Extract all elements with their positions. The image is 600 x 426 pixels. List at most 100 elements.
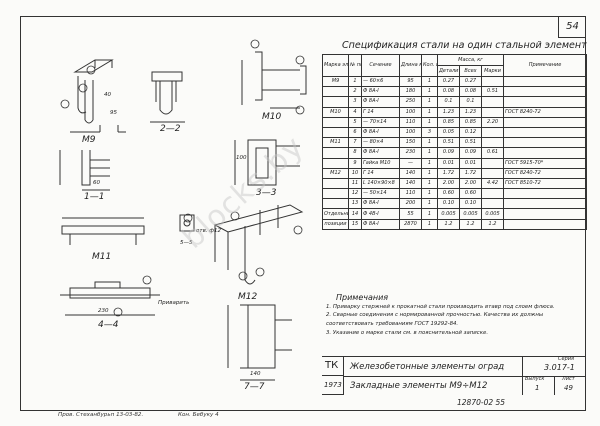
callout-12 (238, 271, 248, 281)
spec-cell-m1: 1.72 (437, 167, 460, 179)
header-section: Сечение (361, 54, 400, 77)
spec-cell-pos: 6 (348, 126, 362, 139)
spec-cell-length: 180 (399, 86, 422, 98)
section-5-5 (179, 214, 195, 232)
spec-cell-section: Гайка М10 (361, 157, 400, 169)
spec-cell-qty: 1 (421, 147, 438, 159)
header-qty: Кол. шт. (421, 54, 438, 77)
notes-title: Примечания (336, 293, 389, 302)
callout-11 (255, 267, 265, 277)
spec-cell-mark (322, 147, 349, 159)
spec-cell-pos: 15 (348, 218, 362, 230)
label-m9: М9 (82, 135, 96, 145)
spec-cell-m2: 0.01 (459, 157, 482, 169)
spec-cell-mark (322, 116, 349, 128)
spec-cell-m1: 0.005 (437, 208, 460, 220)
spec-cell-m1: 0.1 (437, 96, 460, 108)
spec-cell-m1: 0.51 (437, 137, 460, 149)
header-mass-mark: Марки (480, 65, 505, 77)
label-m12: М12 (238, 292, 258, 302)
callout-1 (78, 83, 88, 93)
callout-3 (60, 99, 70, 109)
spec-cell-pos: 13 (348, 198, 362, 210)
spec-cell-note (503, 116, 588, 128)
spec-cell-m3 (480, 75, 505, 88)
callout-2 (86, 65, 96, 75)
notes-block: Примечания 1. Приварку стержней к прокат… (326, 293, 581, 338)
spec-cell-qty: 1 (421, 137, 438, 149)
spec-cell-mark (322, 126, 349, 139)
tb-title1: Железобетонные элементы оград (350, 362, 505, 372)
spec-cell-m3: 2.20 (480, 116, 505, 128)
spec-cell-section: Ф 4В-I (361, 208, 400, 220)
spec-cell-m1: 0.10 (437, 198, 460, 210)
spec-cell-pos: 5 (348, 116, 362, 128)
spec-cell-length: 250 (399, 96, 422, 108)
spec-cell-note (503, 86, 588, 98)
spec-cell-section: Ф 8А-I (361, 126, 400, 139)
spec-cell-m2: 0.1 (459, 96, 482, 108)
spec-cell-m1: 0.01 (437, 157, 460, 169)
spec-cell-m3 (480, 198, 505, 210)
spec-cell-m2: 0.12 (459, 126, 482, 139)
spec-cell-m2: 0.51 (459, 137, 482, 149)
spec-cell-m3 (480, 157, 505, 169)
dim-140: 140 (250, 371, 261, 377)
spec-cell-qty: 1 (421, 96, 438, 108)
spec-cell-length: 110 (399, 188, 422, 200)
spec-cell-m2: 0.60 (459, 188, 482, 200)
label-s77: 7—7 (244, 382, 265, 392)
spec-cell-mark: М12 (322, 167, 349, 179)
spec-cell-m3 (480, 137, 505, 149)
spec-cell-pos: 4 (348, 106, 362, 118)
label-s11: 1—1 (84, 192, 105, 202)
spec-cell-m1: 0.85 (437, 116, 460, 128)
spec-cell-m3 (480, 96, 505, 108)
spec-cell-m3: 1.2 (480, 218, 505, 230)
spec-cell-note (503, 188, 588, 200)
spec-cell-note (503, 75, 588, 88)
note-3: 3. Указание о марке стали см. в поясните… (326, 329, 489, 336)
spec-cell-length: 100 (399, 106, 422, 118)
spec-cell-m2: 0.005 (459, 208, 482, 220)
spec-cell-pos: 7 (348, 137, 362, 149)
dim-40: 40 (104, 92, 111, 98)
spec-cell-m2: 1.2 (459, 218, 482, 230)
header-mass-detail: Детали (437, 65, 460, 77)
spec-cell-m2: 0.10 (459, 198, 482, 210)
callout-7 (183, 213, 193, 223)
spec-cell-pos: 10 (348, 167, 362, 179)
header-mark: Марка элемента (322, 54, 349, 77)
header-mass: Масса, кг (436, 54, 505, 66)
spec-cell-note (503, 126, 588, 139)
m10-sketch (241, 51, 307, 109)
spec-cell-m3: 0.005 (480, 208, 505, 220)
tb-title2: Закладные элементы М9÷М12 (350, 381, 488, 391)
footer-left: Пров. Стеханбурьп 13-03-82. (58, 412, 144, 418)
section-1-1 (59, 150, 110, 191)
header-length: Длина мм (399, 54, 422, 77)
spec-cell-mark: М9 (322, 75, 349, 88)
spec-cell-note (503, 218, 588, 230)
tb-year: 1973 (324, 381, 342, 389)
spec-cell-m2: 1.23 (459, 106, 482, 118)
spec-cell-qty: 1 (421, 167, 438, 179)
title-block: ТК 1973 Железобетонные элементы оград За… (322, 356, 586, 412)
section-7-7 (227, 304, 292, 381)
spec-cell-section: Ф 8А-I (361, 86, 400, 98)
spec-cell-m3 (480, 167, 505, 179)
spec-cell-m1: 1.23 (437, 106, 460, 118)
spec-cell-mark (322, 198, 349, 210)
spec-cell-pos: 1 (348, 75, 362, 88)
dim-100: 100 (236, 155, 247, 161)
spec-title: Спецификация стали на один стальной элем… (342, 40, 587, 51)
spec-cell-m2: 2.00 (459, 177, 482, 190)
callout-10 (230, 211, 240, 221)
